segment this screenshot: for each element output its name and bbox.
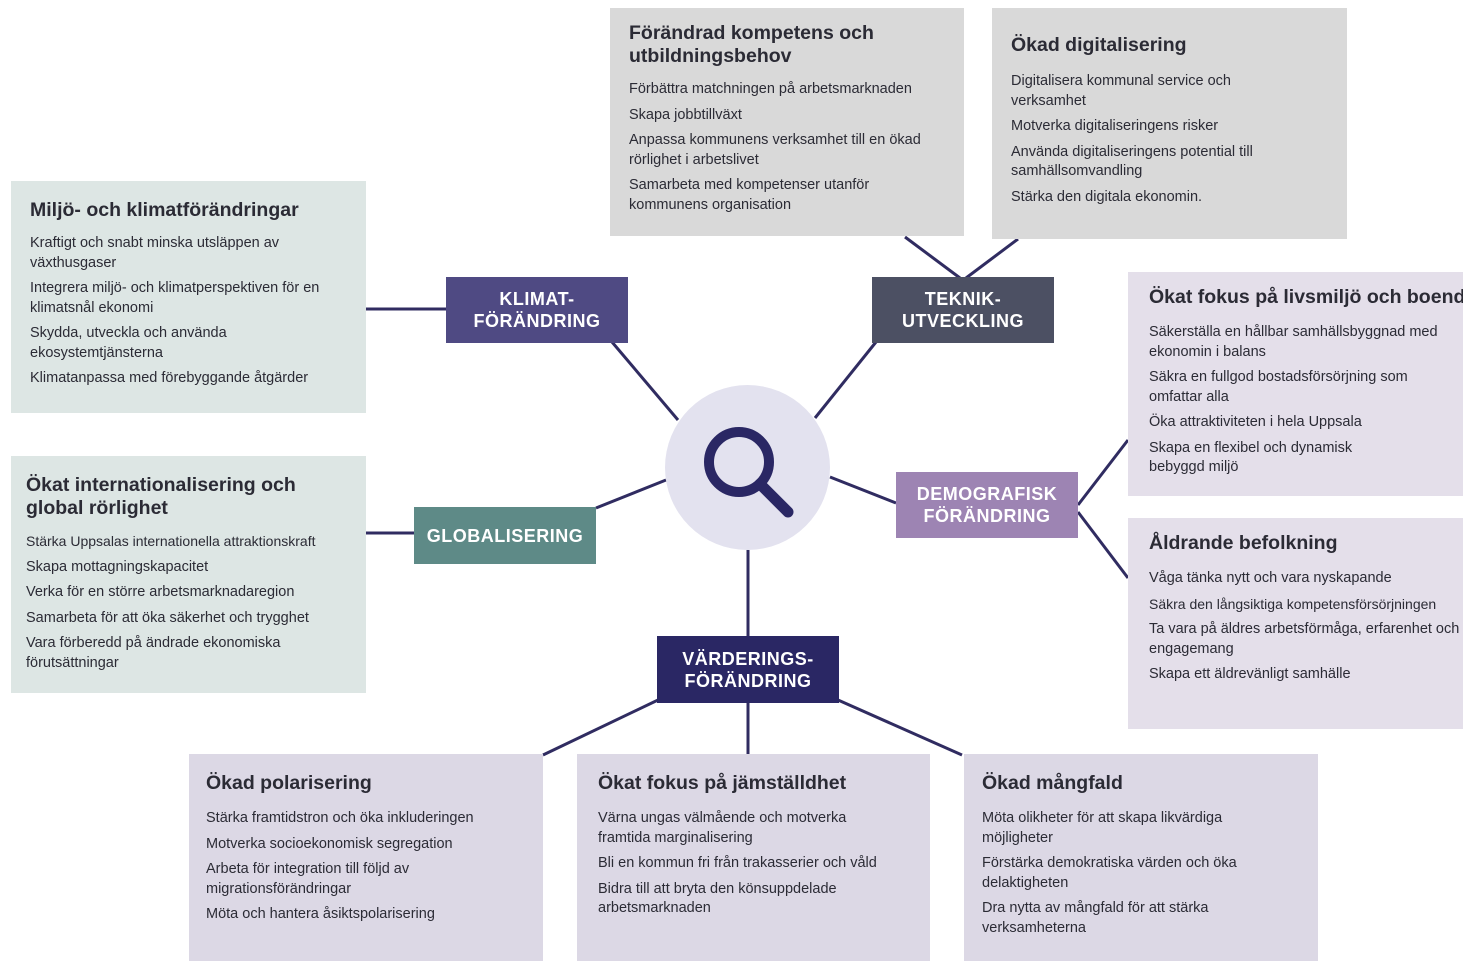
connector-teknik-digitalisering: [965, 237, 1019, 280]
box-jamstalldhet: Ökat fokus på jämställdhet Värna ungas v…: [577, 754, 930, 961]
box-kompetens: Förändrad kompetens och utbildningsbehov…: [610, 8, 964, 236]
list-item: Våga tänka nytt och vara nyskapande: [1149, 570, 1392, 586]
list-item: Förstärka demokratiska värden och öka de…: [982, 855, 1237, 891]
list-item: Säkra den långsiktiga kompetensförsörjni…: [1149, 595, 1437, 612]
label-teknik: TEKNIK- UTVECKLING: [872, 277, 1054, 343]
connector-center-globalisering: [595, 478, 667, 510]
box-internationalisering: Ökat internationalisering och global rör…: [11, 456, 366, 693]
connector-demografi-aldrande: [1076, 511, 1130, 579]
connector-center-klimat: [610, 341, 680, 421]
label-globalisering: GLOBALISERING: [414, 507, 596, 564]
connector-center-teknik: [813, 341, 878, 419]
connector-center-demografi: [829, 475, 897, 505]
list-item: Bidra till att bryta den könsuppdelade a…: [598, 880, 837, 917]
box-list: Våga tänka nytt och vara nyskapande Säkr…: [1149, 569, 1461, 685]
list-item: Anpassa kommunens verksamhet till en öka…: [629, 132, 921, 168]
list-item: Skapa jobbtillväxt: [629, 106, 742, 123]
list-item: Motverka digitaliseringens risker: [1011, 118, 1219, 134]
list-item: Skydda, utveckla och använda ekosystemtj…: [30, 325, 227, 361]
list-item: Stärka framtidstron och öka inkluderinge…: [206, 810, 474, 826]
label-klimat: KLIMAT- FÖRÄNDRING: [446, 277, 628, 343]
connector-vardering-mangfald: [837, 698, 963, 757]
list-item: Samarbeta för att öka säkerhet och trygg…: [26, 609, 309, 626]
list-item: Värna ungas välmående och motverka framt…: [598, 810, 847, 846]
list-item: Skapa ett äldrevänligt samhälle: [1149, 666, 1351, 682]
box-list: Förbättra matchningen på arbetsmarknaden…: [629, 80, 946, 215]
list-item: Klimatanpassa med förebyggande åtgärder: [30, 370, 309, 386]
box-digitalisering: Ökad digitalisering Digitalisera kommuna…: [992, 8, 1347, 239]
box-list: Stärka framtidstron och öka inkluderinge…: [206, 809, 525, 925]
label-demografi: DEMOGRAFISK FÖRÄNDRING: [896, 472, 1078, 538]
box-title: Ökad polarisering: [206, 772, 372, 794]
box-aldrande: Åldrande befolkning Våga tänka nytt och …: [1128, 518, 1463, 729]
list-item: Samarbeta med kompetenser utanför kommun…: [629, 177, 870, 213]
list-item: Möta och hantera åsiktspolarisering: [206, 906, 435, 922]
box-title: Ökad digitalisering: [1011, 34, 1187, 56]
list-item: Använda digitaliseringens potential till…: [1011, 143, 1253, 180]
box-title: Miljö- och klimatförändringar: [30, 199, 299, 221]
connector-teknik-kompetens: [904, 235, 961, 280]
list-item: Möta olikheter för att skapa likvärdiga …: [982, 810, 1223, 846]
list-item: Arbeta för integration till följd av mig…: [206, 861, 410, 897]
box-livsmiljo: Ökat fokus på livsmiljö och boende Säker…: [1128, 272, 1463, 496]
list-item: Kraftigt och snabt minska utsläppen av v…: [30, 235, 280, 271]
box-title: Ökat fokus på livsmiljö och boende: [1149, 286, 1463, 308]
box-miljo: Miljö- och klimatförändringar Kraftigt o…: [11, 181, 366, 413]
list-item: Ta vara på äldres arbetsförmåga, erfaren…: [1149, 621, 1460, 657]
list-item: Vara förberedd på ändrade ekonomiska för…: [26, 635, 281, 671]
label-vardering: VÄRDERINGS- FÖRÄNDRING: [657, 636, 839, 703]
list-item: Verka för en större arbetsmarknadaregion: [26, 584, 295, 600]
connector-demografi-livsmiljo: [1076, 439, 1130, 506]
center-circle: [665, 385, 830, 550]
box-list: Säkerställa en hållbar samhällsbyggnad m…: [1149, 323, 1455, 478]
list-item: Stärka Uppsalas internationella attrakti…: [26, 533, 316, 549]
box-polarisering: Ökad polarisering Stärka framtidstron oc…: [189, 754, 543, 961]
magnifier-icon: [704, 427, 794, 518]
list-item: Bli en kommun fri från trakasserier och …: [598, 855, 877, 871]
box-title: Åldrande befolkning: [1149, 532, 1338, 554]
box-list: Möta olikheter för att skapa likvärdiga …: [982, 809, 1300, 938]
box-list: Värna ungas välmående och motverka framt…: [598, 809, 912, 919]
box-list: Digitalisera kommunal service och verksa…: [1011, 72, 1301, 207]
list-item: Skapa en flexibel och dynamisk bebyggd m…: [1149, 439, 1353, 476]
list-item: Skapa mottagningskapacitet: [26, 558, 209, 575]
box-mangfald: Ökad mångfald Möta olikheter för att ska…: [964, 754, 1318, 961]
box-title: Ökat fokus på jämställdhet: [598, 772, 847, 794]
list-item: Dra nytta av mångfald för att stärka ver…: [982, 900, 1209, 936]
connector-vardering-polarisering: [542, 698, 659, 757]
list-item: Motverka socioekonomisk segregation: [206, 835, 453, 852]
box-title: Förändrad kompetens och utbildningsbehov: [629, 22, 874, 67]
box-title: Ökat internationalisering och global rör…: [26, 474, 296, 519]
list-item: Säkerställa en hållbar samhällsbyggnad m…: [1149, 324, 1438, 360]
list-item: Digitalisera kommunal service och verksa…: [1011, 73, 1231, 109]
list-item: Förbättra matchningen på arbetsmarknaden: [629, 81, 912, 97]
box-list: Stärka Uppsalas internationella attrakti…: [26, 532, 348, 673]
box-list: Kraftigt och snabt minska utsläppen av v…: [30, 234, 345, 389]
box-title: Ökad mångfald: [982, 772, 1123, 794]
list-item: Stärka den digitala ekonomin.: [1011, 188, 1203, 205]
list-item: Säkra en fullgod bostadsförsörjning som …: [1149, 369, 1408, 405]
list-item: Integrera miljö- och klimatperspektiven …: [30, 280, 320, 316]
list-item: Öka attraktiviteten i hela Uppsala: [1149, 414, 1362, 430]
